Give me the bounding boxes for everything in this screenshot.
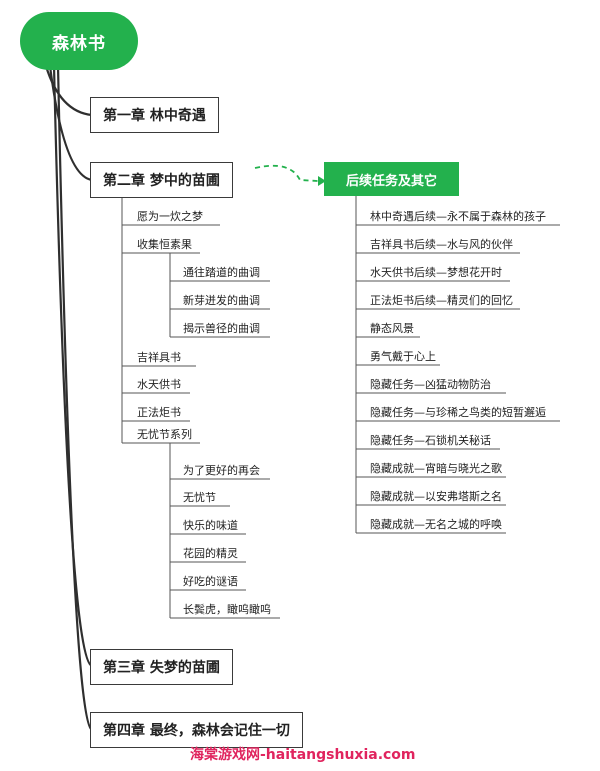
followup-item[interactable]: 隐藏成就—宵暗与晓光之歌 <box>370 462 502 475</box>
chapter-4-node[interactable]: 第四章 最终，森林会记住一切 <box>90 712 303 748</box>
followup-item[interactable]: 隐藏成就—以安弗塔斯之名 <box>370 490 502 503</box>
festival-sub-item[interactable]: 无忧节 <box>183 491 216 504</box>
festival-sub-item[interactable]: 花园的精灵 <box>183 547 238 560</box>
root-node[interactable]: 森林书 <box>20 12 138 70</box>
chapter2-item[interactable]: 无忧节系列 <box>137 428 192 441</box>
followup-item[interactable]: 静态风景 <box>370 322 414 335</box>
chapter2-item[interactable]: 愿为一炊之梦 <box>137 210 203 223</box>
chapter-2-node[interactable]: 第二章 梦中的苗圃 <box>90 162 233 198</box>
chapter-3-node[interactable]: 第三章 失梦的苗圃 <box>90 649 233 685</box>
festival-sub-item[interactable]: 快乐的味道 <box>183 519 238 532</box>
followup-item[interactable]: 吉祥具书后续—水与风的伙伴 <box>370 238 513 251</box>
chapter-1-node[interactable]: 第一章 林中奇遇 <box>90 97 219 133</box>
followup-item[interactable]: 隐藏任务—凶猛动物防治 <box>370 378 491 391</box>
watermark: 海棠游戏网-haitangshuxia.com <box>190 747 416 763</box>
chapter2-item[interactable]: 正法炬书 <box>137 406 181 419</box>
festival-sub-item[interactable]: 为了更好的再会 <box>183 464 260 477</box>
followup-item[interactable]: 隐藏任务—与珍稀之鸟类的短暂邂逅 <box>370 406 546 419</box>
festival-sub-item[interactable]: 长鬓虎，瞰呜瞰呜 <box>183 603 271 616</box>
followup-item[interactable]: 隐藏任务—石锁机关秘话 <box>370 434 491 447</box>
collect-sub-item[interactable]: 新芽迸发的曲调 <box>183 294 260 307</box>
followup-node[interactable]: 后续任务及其它 <box>324 162 459 196</box>
followup-item[interactable]: 隐藏成就—无名之城的呼唤 <box>370 518 502 531</box>
collect-sub-item[interactable]: 揭示兽径的曲调 <box>183 322 260 335</box>
festival-sub-item[interactable]: 好吃的谜语 <box>183 575 238 588</box>
chapter2-item[interactable]: 吉祥具书 <box>137 351 181 364</box>
followup-item[interactable]: 水天供书后续—梦想花开时 <box>370 266 502 279</box>
chapter2-item[interactable]: 水天供书 <box>137 378 181 391</box>
followup-item[interactable]: 林中奇遇后续—永不属于森林的孩子 <box>370 210 546 223</box>
chapter2-item[interactable]: 收集恒素果 <box>137 238 192 251</box>
followup-item[interactable]: 勇气戴于心上 <box>370 350 436 363</box>
collect-sub-item[interactable]: 通往踏道的曲调 <box>183 266 260 279</box>
followup-item[interactable]: 正法炬书后续—精灵们的回忆 <box>370 294 513 307</box>
